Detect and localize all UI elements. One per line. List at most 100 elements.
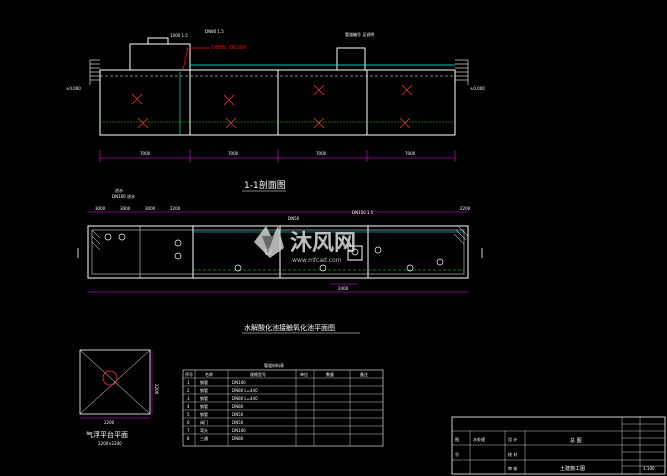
title-block-grid <box>452 417 665 474</box>
plan-diffusers <box>104 233 444 272</box>
table-grid <box>183 370 383 446</box>
platform-outline <box>79 349 151 415</box>
table-cell: 4 <box>187 404 190 409</box>
table-header: 序号 <box>185 371 193 377</box>
table-row: 4 钢管 DN80 <box>187 403 244 409</box>
table-cell: DN50 <box>232 412 244 417</box>
aerator-3 <box>313 84 325 96</box>
plan-dim-mid: 2400 <box>338 286 349 291</box>
aerator-5 <box>137 117 149 129</box>
table-cell: DN80 <box>232 404 244 409</box>
section-top-note-1: 1000 1.5 <box>170 33 188 38</box>
aerator-1 <box>131 93 143 105</box>
watermark-logo-icon <box>254 226 284 258</box>
plan-diffuser-2 <box>118 233 126 241</box>
left-stair <box>89 59 100 85</box>
section-view: DN80, DN100 1000 1.5 DN80 1.5 管道编号 见说明 ±… <box>66 29 485 192</box>
platform-view: 2200 2200 气浮平台平面 2200×2200 <box>79 349 159 446</box>
table-cell: 3 <box>187 396 190 401</box>
section-dim-3: 7000 <box>316 151 327 156</box>
plan-left-stair <box>91 229 101 251</box>
table-cell: 钢管 <box>200 379 208 385</box>
table-cell: 阀门 <box>200 419 208 425</box>
tb-cell: 土建施工图 <box>560 465 585 472</box>
table-row: 1 钢管 DN100 <box>187 379 246 385</box>
plan-diffuser-9 <box>406 264 414 272</box>
tb-cell: 总 图 <box>570 437 582 444</box>
aerator-6 <box>225 117 237 129</box>
section-top-hut <box>129 43 191 71</box>
plan-blower-box <box>347 245 363 261</box>
table-cell: 弯头 <box>200 427 208 433</box>
table-header-row: 序号 名称 规格型号 单位 数量 备注 <box>185 371 368 377</box>
material-table: 管道材料表 序号 名称 规格型号 单位 数量 备注 1 <box>182 362 384 447</box>
plan-left-note: 进水 <box>115 187 123 193</box>
platform-title: 气浮平台平面 <box>86 430 128 439</box>
platform-dim-h: 2200 <box>154 384 159 395</box>
plan-diffuser-1 <box>104 233 112 241</box>
table-cell: 1 <box>187 380 190 385</box>
table-cell: 钢管 <box>200 403 208 409</box>
tb-cell: 号 <box>455 451 459 457</box>
table-title: 管道材料表 <box>264 362 284 368</box>
table-cell: DN80 <box>232 436 244 441</box>
table-outline <box>182 369 384 447</box>
platform-dim-w: 2200 <box>104 420 115 425</box>
table-row: 3 钢管 DN80 L=440 <box>187 395 258 401</box>
plan-title: 水解酸化池接触氧化池平面图 <box>244 323 335 332</box>
section-dim-2: 7000 <box>228 151 239 156</box>
section-title: 1-1剖面图 <box>244 179 286 191</box>
section-ground-right: ±0.000 <box>470 86 485 91</box>
plan-diffuser-10 <box>436 258 444 266</box>
table-header: 名称 <box>205 371 213 377</box>
aerator-7 <box>313 117 325 129</box>
table-cell: 钢管 <box>200 387 208 393</box>
table-cell: DN80 L=440 <box>232 388 258 393</box>
plan-diffuser-7 <box>319 264 327 272</box>
tb-date: 1:100 <box>643 466 655 471</box>
table-body: 1 钢管 DN100 2 钢管 DN80 L=440 3 钢管 DN80 L=4… <box>187 379 258 441</box>
platform-sub: 2200×2200 <box>98 441 122 446</box>
table-header: 备注 <box>360 371 368 377</box>
plan-diffuser-8 <box>351 248 359 256</box>
section-dimensions <box>99 121 456 162</box>
plan-diffuser-3 <box>174 252 182 260</box>
aerator-2 <box>223 94 235 106</box>
table-cell: 6 <box>187 420 190 425</box>
plan-dim-c: 3000 <box>145 206 156 211</box>
table-cell: 8 <box>187 436 190 441</box>
title-block-outline <box>451 416 666 475</box>
plan-right-stair <box>453 225 469 245</box>
table-cell: 钢管 <box>200 395 208 401</box>
table-row: 8 三通 DN80 <box>187 435 244 441</box>
plan-diffuser-5 <box>234 264 242 272</box>
table-cell: 2 <box>187 388 190 393</box>
title-block: 图 号 设 计 总 图 校 对 土建施工图 审 核 水处理 1:100 <box>451 416 666 475</box>
right-stair <box>455 59 469 85</box>
table-cell: 钢管 <box>200 411 208 417</box>
plan-dim-a: 3000 <box>95 206 106 211</box>
watermark: 沐风网 www.mfcad.com <box>254 226 356 264</box>
platform-diag-2 <box>79 349 151 415</box>
table-row: 6 阀门 DN50 <box>187 419 244 425</box>
plan-dim-b: 3000 <box>120 206 131 211</box>
plan-diffuser-4 <box>174 239 182 247</box>
tb-cell: 校 对 <box>508 451 517 457</box>
table-cell: DN100 <box>232 380 246 385</box>
table-cell: 5 <box>187 412 190 417</box>
plan-diffuser-11 <box>374 246 382 254</box>
table-cell: 7 <box>187 428 190 433</box>
table-header: 数量 <box>326 371 334 377</box>
aerator-8 <box>399 117 411 129</box>
watermark-brand: 沐风网 <box>290 231 356 256</box>
platform-ring <box>102 370 118 386</box>
section-red-note: DN80, DN100 <box>212 45 246 51</box>
aerator-markers <box>131 84 413 129</box>
table-row: 7 弯头 DN100 <box>187 427 246 433</box>
plan-view: 3000 3000 3000 2200 2200 <box>77 187 483 334</box>
section-dim-4: 7000 <box>405 151 416 156</box>
watermark-url: www.mfcad.com <box>292 257 342 264</box>
tb-cell: 设 计 <box>508 436 517 442</box>
section-top-vent <box>147 37 169 45</box>
